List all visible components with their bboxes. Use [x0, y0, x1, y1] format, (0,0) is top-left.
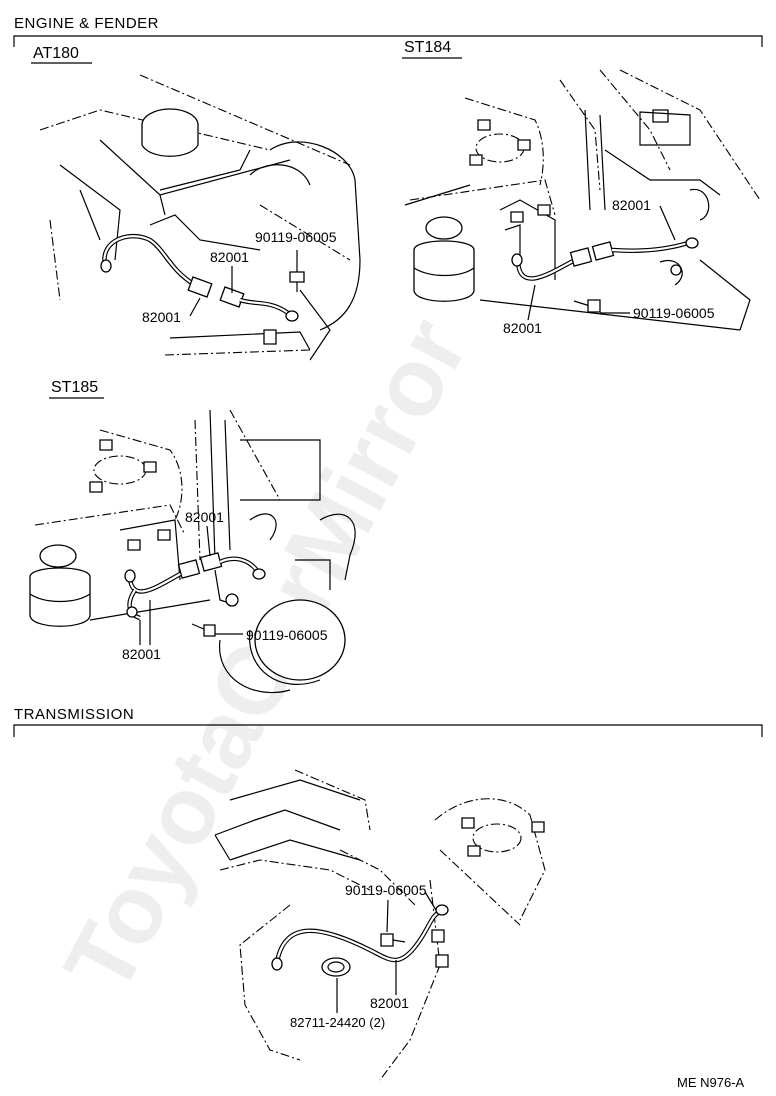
engine-outline-st185: [29, 409, 356, 694]
diagram-code: ME N976-A: [677, 1075, 745, 1090]
transmission-view: 90119-06005 82001 82711-24420 (2): [214, 769, 546, 1081]
engine-outline-at180: [39, 74, 361, 361]
section-title-transmission: TRANSMISSION: [14, 706, 134, 723]
ground-cable-st185: [124, 552, 266, 621]
bolt-at180: [289, 250, 305, 292]
bolt-transmission: [380, 933, 406, 947]
variant-name-st184: ST184: [404, 39, 451, 56]
variant-name-at180: AT180: [33, 45, 79, 62]
transmission-outline: [214, 769, 546, 1081]
label-cable-transmission: 82001: [370, 995, 409, 1011]
section-bracket-engine-fender: [13, 35, 763, 47]
clamp-transmission: [321, 957, 351, 977]
variant-name-st185: ST185: [51, 379, 98, 396]
label-cable-lower-at180: 82001: [142, 309, 181, 325]
label-clamp-transmission: 82711-24420 (2): [290, 1015, 385, 1030]
bolt-st184: [573, 299, 601, 313]
label-bolt-st184: 90119-06005: [633, 305, 715, 321]
label-bolt-at180: 90119-06005: [255, 229, 337, 245]
ground-cable-st184: [511, 237, 699, 286]
section-title-engine-fender: ENGINE & FENDER: [14, 15, 159, 32]
engine-outline-st184: [404, 69, 761, 331]
label-cable-upper-st185: 82001: [185, 509, 224, 525]
bolt-st185: [191, 623, 216, 637]
ground-cable-at180: [100, 233, 299, 345]
ground-cable-transmission: [271, 904, 449, 971]
label-bolt-st185: 90119-06005: [246, 627, 328, 643]
label-cable-upper-at180: 82001: [210, 249, 249, 265]
label-cable-upper-st184: 82001: [612, 197, 651, 213]
section-bracket-transmission: [13, 724, 763, 737]
label-cable-lower-st185: 82001: [122, 646, 161, 662]
variant-at180: AT180: [31, 45, 361, 361]
variant-st185: ST185: [29, 379, 356, 694]
variant-st184: ST184: [402, 39, 761, 336]
label-bolt-transmission: 90119-06005: [345, 882, 427, 898]
label-cable-lower-st184: 82001: [503, 320, 542, 336]
